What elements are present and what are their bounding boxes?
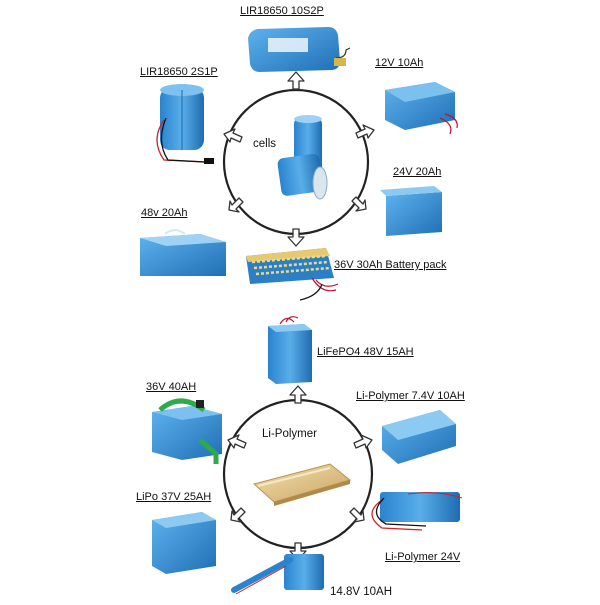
product-label: 24V 20Ah [393,166,442,178]
product-label: LIR18650 10S2P [240,5,324,17]
pouch-cell-icon [252,463,352,506]
arrow-icon [223,71,375,247]
battery-36v-40ah-image [152,398,222,464]
arrow-upleft-icon [223,128,243,143]
battery-48v-20ah-image [140,229,226,276]
arrow-upright-icon [355,124,375,139]
product-label: Li-Polymer 7.4V 10AH [356,390,465,402]
battery-lipo-7v4-image [382,410,456,464]
battery-36v-30ah-image [246,248,339,301]
product-label: 14.8V 10AH [330,586,393,598]
diagram-2 [152,316,463,595]
product-label: 12V 10Ah [375,57,424,69]
product-label: 48v 20Ah [141,207,188,219]
product-label: LIR18650 2S1P [140,66,218,78]
battery-24v-20ah-image [380,186,442,236]
arrow-upleft-icon [227,434,247,449]
battery-lifepo4-image [268,316,312,384]
cells-icon [277,115,328,200]
arrow-downright-icon [351,196,367,212]
center-label-1: cells [253,138,277,150]
diagram-1 [140,27,458,301]
product-label: Li-Polymer 24V [385,551,461,563]
product-label: 36V 40AH [146,381,197,393]
arrow-downleft-icon [228,197,244,213]
arrow-up-icon [287,71,305,90]
battery-14v8-image [231,554,324,595]
arrow-downright-icon [349,507,365,523]
center-label-2: Li-Polymer [262,428,317,440]
battery-12v-10ah-image [385,82,458,135]
product-label: 36V 30Ah Battery pack [334,259,447,271]
arrow-downleft-icon [230,507,246,523]
battery-2s1p-image [156,84,214,164]
product-label: LiFePO4 48V 15AH [317,346,414,358]
arrow-down-icon [287,228,305,247]
arrow-icon [227,385,373,561]
battery-lipo-24v-image [371,492,463,531]
arrow-down-icon [289,542,307,561]
battery-10s2p-image [248,27,351,72]
arrow-upright-icon [353,434,373,449]
product-label: LiPo 37V 25AH [136,491,212,503]
battery-lipo-37v-image [152,512,216,574]
arrow-up-icon [289,385,307,404]
